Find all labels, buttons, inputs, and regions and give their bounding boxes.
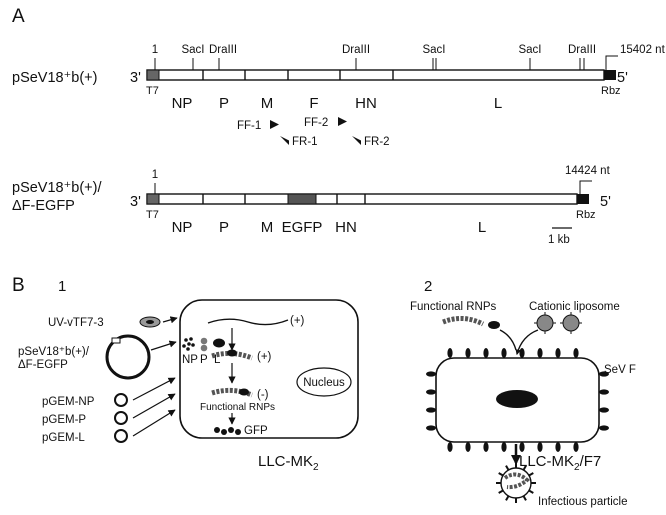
rnp-to-cell-curve	[499, 329, 517, 351]
gene-m: M	[261, 95, 274, 112]
construct2-3prime: 3'	[130, 194, 141, 210]
panel-b2-label: 2	[424, 278, 432, 295]
gene2-egfp: EGFP	[282, 219, 323, 236]
gene-f: F	[309, 95, 318, 112]
gene2-hn: HN	[335, 219, 357, 236]
gene-p: P	[219, 95, 229, 112]
svg-text:1 kb: 1 kb	[548, 234, 570, 246]
site-saci-3: SacI	[518, 44, 541, 56]
vaccinia-virus-icon	[139, 316, 161, 328]
particle-label: Infectious particle	[538, 496, 628, 508]
gene2-np: NP	[172, 219, 193, 236]
small-plasmid-icons	[114, 393, 128, 443]
construct1-site-ticks	[154, 55, 618, 70]
p-protein-icon	[200, 337, 208, 352]
construct1-end-number: 15402 nt	[620, 44, 666, 56]
input-pgem-l: pGEM-L	[42, 432, 85, 444]
gene2-p: P	[219, 219, 229, 236]
nucleus-oval	[296, 367, 352, 397]
svg-text:FF-2: FF-2	[304, 117, 328, 129]
svg-text:FF-1: FF-1	[237, 120, 261, 132]
cell2-rnp-icon	[442, 316, 500, 329]
cell1-np-label: NP	[182, 354, 198, 366]
construct2-rbz: Rbz	[576, 209, 596, 221]
cell1-plus-label1: (+)	[290, 315, 305, 327]
svg-text:FR-2: FR-2	[364, 136, 390, 148]
cell1-l-label: L	[214, 354, 221, 366]
construct1-genome-bar	[146, 69, 616, 81]
arrow-liposome-to-cell	[515, 329, 539, 356]
primer-fr1: FR-1	[280, 136, 318, 148]
input-pgem-p: pGEM-P	[42, 414, 86, 426]
panel-b1-label: 1	[58, 278, 66, 295]
gene-np: NP	[172, 95, 193, 112]
plasmid-circle-icon	[105, 334, 151, 380]
cell1-functional-rnps: Functional RNPs	[200, 402, 275, 413]
gene2-l: L	[478, 219, 486, 236]
gfp-dots	[214, 427, 241, 435]
construct1-3prime: 3'	[130, 70, 141, 86]
cell1-plus-label2: (+)	[257, 351, 272, 363]
cell2-functional-rnps: Functional RNPs	[410, 301, 497, 313]
cell1-outline	[179, 299, 359, 439]
input-plasmid-line1: pSeV18⁺b(+)/	[18, 346, 90, 358]
construct1-name: pSeV18⁺b(+)	[12, 70, 97, 86]
positive-rna-strand	[207, 318, 289, 326]
rnp-positive-chain	[211, 349, 253, 361]
np-protein-dots	[182, 337, 195, 351]
gene2-m: M	[261, 219, 274, 236]
l-protein-icon	[213, 338, 225, 348]
primer-ff2: FF-2	[304, 117, 347, 129]
construct2-name-line1: pSeV18⁺b(+)/	[12, 180, 102, 196]
cell1-gfp-label: GFP	[244, 425, 268, 437]
input-plasmid-line2: ΔF-EGFP	[18, 359, 68, 371]
site-saci-2: SacI	[422, 44, 445, 56]
site-draiii-3: DraIII	[568, 44, 596, 56]
construct1-rbz: Rbz	[601, 85, 621, 97]
input-pgem-np: pGEM-NP	[42, 396, 95, 408]
panel-a-label: A	[12, 6, 25, 27]
cell1-minus-label: (-)	[257, 389, 269, 401]
construct2-t7: T7	[146, 209, 159, 221]
cell2-cationic-liposome: Cationic liposome	[529, 301, 620, 313]
gene-l: L	[494, 95, 502, 112]
liposome-icons	[534, 312, 582, 334]
cell2-nucleus	[496, 390, 538, 408]
construct1-start-number: 1	[152, 44, 158, 56]
construct2-5prime: 5'	[600, 194, 611, 210]
construct1-t7: T7	[146, 85, 159, 97]
primer-fr2: FR-2	[352, 136, 390, 148]
primer-ff1: FF-1	[237, 120, 279, 132]
construct2-start-number: 1	[152, 169, 158, 181]
construct2-name-line2: ΔF-EGFP	[12, 198, 75, 214]
input-uv-vtf7-3: UV-vTF7-3	[48, 317, 104, 329]
construct2-end-number: 14424 nt	[565, 165, 611, 177]
site-draiii-2: DraIII	[342, 44, 370, 56]
sev-f-spikes	[426, 348, 609, 452]
construct1-5prime: 5'	[617, 70, 628, 86]
rnp-negative-chain	[211, 387, 253, 398]
construct2-genome-bar	[146, 180, 592, 205]
cell2-sevf-label: SeV F	[604, 364, 636, 376]
site-saci-1: SacI	[181, 44, 204, 56]
svg-text:FR-1: FR-1	[292, 136, 318, 148]
cell1-nucleus-label: Nucleus	[303, 377, 345, 389]
scale-bar: 1 kb	[548, 227, 572, 246]
cell1-p-label: P	[200, 354, 208, 366]
panel-b-label: B	[12, 275, 25, 296]
cell2-cell-name: LLC-MK2/F7	[519, 453, 601, 473]
infectious-particle-icon	[496, 463, 536, 503]
cell1-cell-name: LLC-MK2	[258, 453, 319, 473]
gene-hn: HN	[355, 95, 377, 112]
site-draiii-1: DraIII	[209, 44, 237, 56]
